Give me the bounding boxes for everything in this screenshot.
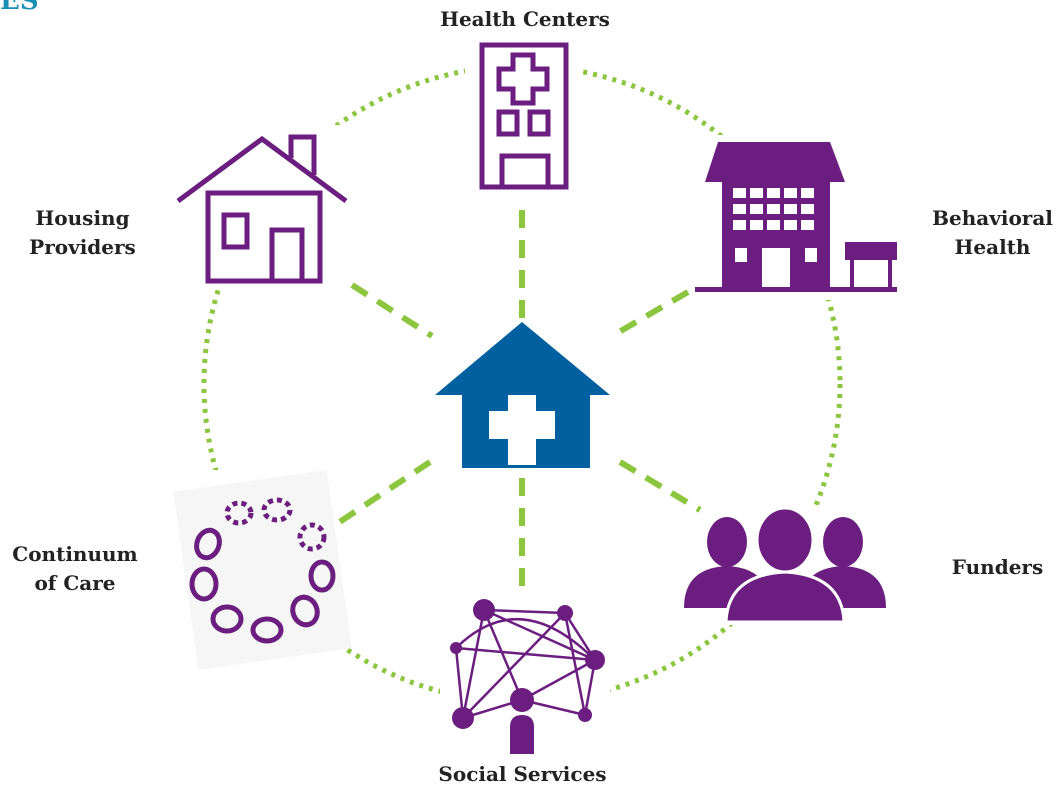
label-funders: Funders	[951, 555, 1044, 579]
label-behavioral-health: Behavioral Health	[932, 206, 1053, 259]
social-network-icon	[450, 599, 605, 754]
people-group-icon	[684, 506, 886, 624]
label-health-centers: Health Centers	[440, 7, 610, 31]
behavioral-health-building-icon	[695, 142, 897, 292]
cropped-heading-fragment: ES	[0, 0, 39, 16]
continuum-circle-icon	[173, 470, 352, 670]
hospital-building-icon	[479, 42, 569, 190]
central-hub-house-icon	[435, 322, 610, 468]
house-outline-icon	[176, 134, 348, 284]
spoke-connectors	[333, 210, 702, 590]
label-housing-providers: Housing Providers	[29, 206, 136, 259]
outer-ring-connector	[201, 63, 843, 705]
label-social-services: Social Services	[438, 762, 607, 786]
label-continuum-of-care: Continuum of Care	[12, 542, 138, 595]
